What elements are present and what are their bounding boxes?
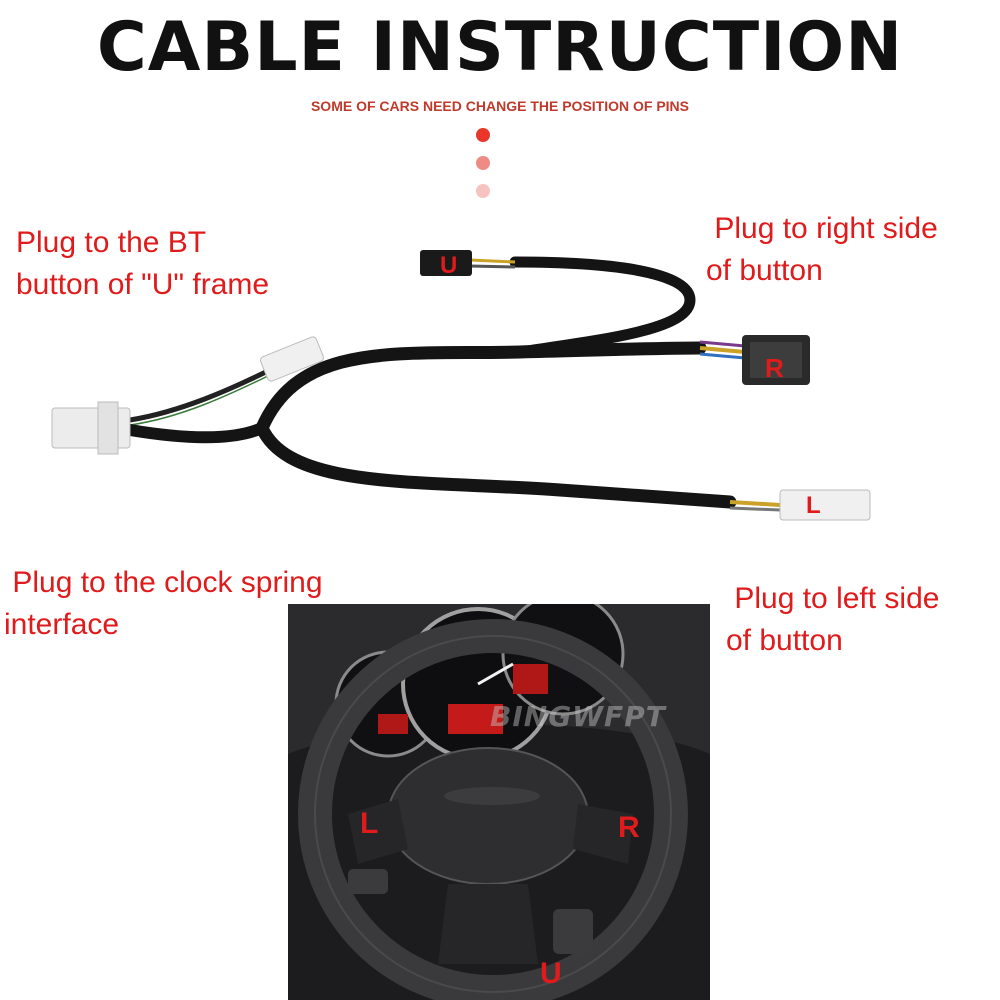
wheel-hub (387, 747, 589, 885)
connector-l-marker: L (806, 492, 821, 519)
cable-harness-illustration (51, 250, 871, 521)
connector-bt (260, 336, 324, 382)
wheel-bottom-marker: U (540, 957, 562, 990)
cable-lower-branch (255, 421, 737, 509)
connector-u-marker: U (440, 252, 458, 279)
connector-l (779, 489, 871, 521)
cable-trunk (124, 422, 268, 444)
watermark: BINGWFPT (490, 700, 666, 733)
label-clock-spring: Plug to the clock spring interface (4, 566, 323, 641)
page-title: CABLE INSTRUCTION (96, 8, 904, 87)
steering-wheel-photo (288, 604, 710, 1000)
label-left-side: Plug to left side of button (726, 582, 940, 657)
wire-bt-branch (129, 362, 282, 423)
cable-upper-branch (255, 341, 707, 435)
label-right-side: Plug to right side of button (706, 212, 938, 287)
connector-u (420, 250, 472, 276)
decorative-dot (476, 128, 490, 142)
wheel-right-marker: R (618, 811, 640, 844)
connector-r-marker: R (765, 353, 784, 383)
decorative-dot (476, 156, 490, 170)
decorative-dot (476, 184, 490, 198)
wheel-left-marker: L (360, 807, 379, 840)
label-bt-button: Plug to the BT button of "U" frame (16, 226, 270, 301)
page-subtitle: SOME OF CARS NEED CHANGE THE POSITION OF… (310, 98, 690, 114)
cable-u-branch (509, 256, 696, 358)
